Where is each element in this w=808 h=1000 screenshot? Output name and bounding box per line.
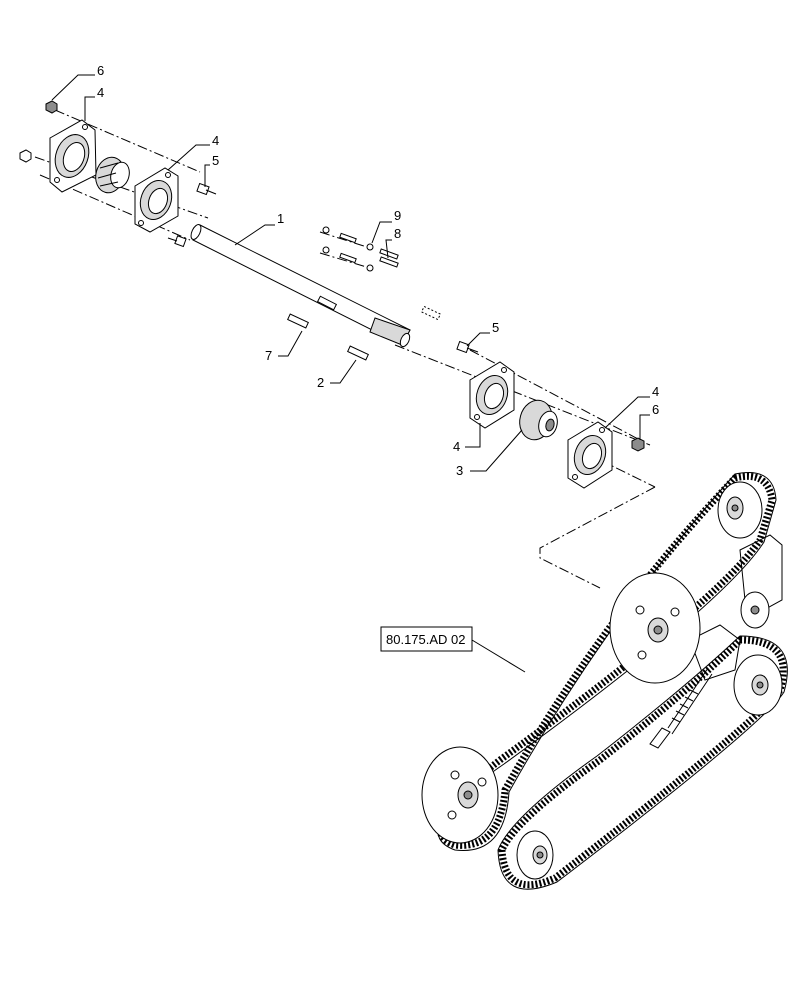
sprocket-large: [609, 572, 701, 684]
callout-1: 1: [277, 211, 284, 226]
callout-4-top-middle: 4: [212, 133, 219, 148]
sprocket-lower-left: [421, 746, 499, 844]
flange-bearing-outer-left: [49, 119, 97, 193]
callout-3: 3: [456, 463, 463, 478]
leader-lines: [51, 74, 650, 673]
flange-bearing-outer-right: [567, 421, 613, 489]
sprocket-idler: [740, 591, 770, 629]
callout-5-left: 5: [212, 153, 219, 168]
bolt-left-lower: [167, 235, 187, 248]
bearing-insert-right: [519, 399, 558, 441]
assembly-centerlines: [34, 109, 656, 589]
callout-9: 9: [394, 208, 401, 223]
flange-bearing-inner-left: [134, 167, 179, 233]
sprocket-top: [717, 481, 763, 539]
shaft: [190, 224, 411, 348]
callout-4-right-outer: 4: [652, 384, 659, 399]
sprocket-right: [733, 654, 783, 716]
callout-2: 2: [317, 375, 324, 390]
nut-6-top-left: [45, 100, 58, 114]
key-right-dashed: [420, 305, 442, 321]
bearing-insert-left: [95, 156, 130, 194]
nut-left: [19, 149, 32, 163]
callout-labels: 6 4 4 5 1 9 8 7 2 5 4 6 4 3: [97, 63, 659, 478]
reference-label: 80.175.AD 02: [386, 632, 466, 647]
bolt-5-right: [456, 340, 479, 354]
callout-7: 7: [265, 348, 272, 363]
callout-5-right: 5: [492, 320, 499, 335]
callout-4-right-inner: 4: [453, 439, 460, 454]
callout-6-right: 6: [652, 402, 659, 417]
key-2: [347, 345, 369, 361]
key-7: [287, 313, 309, 329]
callout-6-top-left: 6: [97, 63, 104, 78]
callout-4-top-left: 4: [97, 85, 104, 100]
nut-6-right: [631, 437, 645, 452]
callout-8: 8: [394, 226, 401, 241]
sprocket-bottom: [516, 830, 554, 880]
reference-box[interactable]: 80.175.AD 02: [380, 626, 473, 652]
flange-bearing-inner-right: [469, 361, 515, 429]
chain-drive-assembly: [421, 472, 788, 890]
set-screws: [322, 226, 399, 272]
bolt-5-left: [196, 182, 217, 196]
